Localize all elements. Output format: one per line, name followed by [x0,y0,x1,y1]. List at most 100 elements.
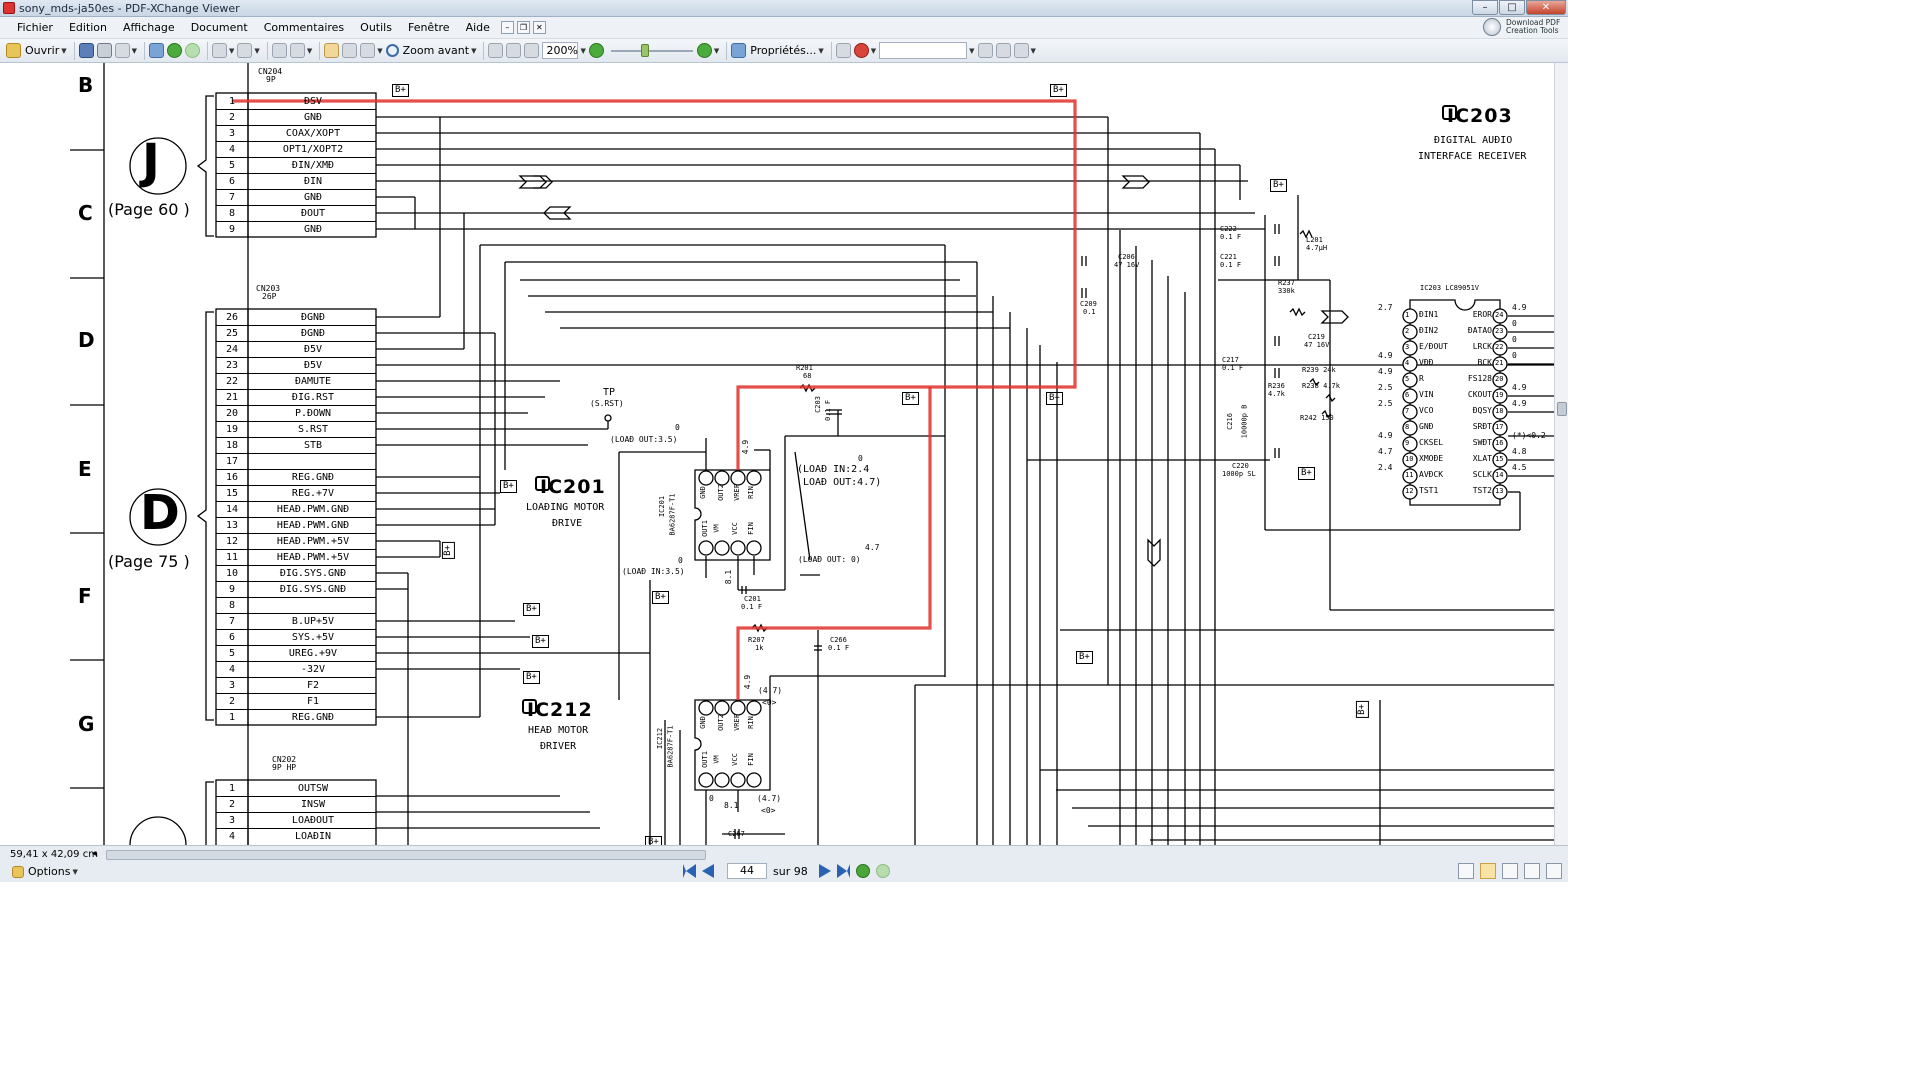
menu-edition[interactable]: Edition [68,20,108,34]
connector-pin-number: 4 [228,831,236,842]
rotate-right-button[interactable]: ▼ [289,42,312,60]
connector-pin-name: GNĐ [303,192,323,203]
maximize-button[interactable]: □ [1499,0,1525,15]
options-button[interactable]: Options ▼ [12,865,78,878]
next-page-icon[interactable] [818,864,831,878]
menu-outils[interactable]: Outils [360,20,392,34]
link-button[interactable] [835,42,851,60]
zoom-out-circle-button[interactable] [588,42,604,60]
find-next-button[interactable] [995,42,1011,60]
forward-button[interactable] [185,42,201,60]
connector-pin-name: ĐOUT [300,208,326,219]
menu-fenetre[interactable]: Fenêtre [407,20,450,34]
vertical-scrollbar[interactable] [1554,63,1568,845]
connector-pin-name: ĐAMUTE [294,376,332,387]
component-ref: C216 [1225,413,1234,430]
stamp-button[interactable]: ▼ [853,42,876,60]
table-row-divider [216,469,376,470]
menu-commentaires[interactable]: Commentaires [263,20,345,34]
print-icon [96,43,112,58]
component-ref: R239 24k [1302,366,1336,374]
print-button[interactable] [96,42,112,60]
connector-pin-name: GNĐ [303,224,323,235]
zoom-in-button[interactable]: Zoom avant ▼ [385,42,477,60]
toolbar-separator [73,41,75,60]
rotate-left-button[interactable] [271,42,287,60]
single-page-view-icon[interactable] [1458,863,1474,879]
undo-button[interactable]: ▼ [212,42,234,60]
zoom-in-circle-button[interactable]: ▼ [696,42,719,60]
menu-aide[interactable]: Aide [465,20,490,34]
ic203-pin-number: 20 [1495,375,1504,383]
menu-fichier[interactable]: Fichier [17,20,53,34]
back-button[interactable] [167,42,183,60]
close-window-button[interactable]: ✕ [1526,0,1566,15]
first-page-icon[interactable] [683,864,696,878]
next-view-icon[interactable] [875,864,890,878]
menu-affichage[interactable]: Affichage [123,20,175,34]
toolbar-separator [830,41,832,60]
select-tool-button[interactable]: ▼ [360,42,383,60]
search-input[interactable] [879,42,968,59]
download-tools-link[interactable]: Download PDF Creation Tools [1483,18,1564,36]
zoom-dropdown-icon[interactable]: ▼ [580,46,586,55]
minimize-button[interactable]: – [1472,0,1498,15]
document-view[interactable]: B C D E F G J (Page 60 ) D (Page 75 ) CN… [0,63,1554,845]
zoom-level-input[interactable]: 200% [542,42,579,59]
table-row-divider [216,405,376,406]
fit-page-button[interactable] [506,42,522,60]
fit-width-button[interactable] [524,42,540,60]
previous-page-icon[interactable] [702,864,714,878]
horizontal-scroll-thumb[interactable] [106,850,706,860]
bplus-label: B+ [523,603,540,616]
zoom-slider-knob[interactable] [640,43,649,57]
previous-view-icon[interactable] [855,864,870,878]
table-row-divider [216,693,376,694]
email-button[interactable] [149,42,165,60]
voltage-label: (4.7) [758,686,783,695]
ic203-pin-name: ĐIN2 [1419,326,1439,335]
connector-pin-name: ĐIG.SYS.GNĐ [279,568,347,579]
redo-button[interactable]: ▼ [237,42,260,60]
options-label: Options [28,865,71,878]
doc-restore-button[interactable]: ❐ [516,21,530,34]
last-page-icon[interactable] [836,864,850,878]
doc-close-button[interactable]: ✕ [532,21,546,34]
doc-minimize-button[interactable]: – [500,21,514,34]
ic203-pin [1402,436,1418,452]
chevron-down-icon[interactable]: ▼ [818,46,824,55]
scroll-left-icon[interactable]: ◂ [92,849,97,859]
page-number-input[interactable]: 44 [727,863,767,879]
properties-button[interactable]: Propriétés... ▼ [731,42,824,60]
connector-pin-number: 26 [225,312,239,323]
table-row-divider [216,501,376,502]
menu-bar: Fichier Edition Affichage Document Comme… [0,17,1568,39]
horizontal-scrollbar[interactable]: ◂ [92,849,706,861]
voltage-label: (LOAĐ OUT:3.5) [610,435,678,444]
component-ref: R201 [796,364,813,372]
actual-size-button[interactable] [488,42,504,60]
save-button[interactable] [78,42,94,60]
voltage-label: 4.7 [865,543,880,552]
continuous-facing-view-icon[interactable] [1524,863,1540,879]
chevron-down-icon[interactable]: ▼ [61,46,67,55]
split-view-icon[interactable] [1546,863,1562,879]
ic203-pin-name: EROR [1472,310,1492,319]
ic-pin-label: VREF [732,484,741,501]
facing-view-icon[interactable] [1502,863,1518,879]
ic203-pin [1492,324,1508,340]
menu-document[interactable]: Document [190,20,248,34]
hand-tool-button[interactable] [324,42,340,60]
zoom-slider[interactable] [610,43,693,57]
open-button[interactable]: Ouvrir ▼ [6,42,67,60]
find-button[interactable] [977,42,993,60]
ic203-pin-name: FS128 [1467,374,1492,383]
chevron-down-icon[interactable]: ▼ [471,46,477,55]
snapshot-button[interactable] [342,42,358,60]
tools-button[interactable]: ▼ [1013,42,1036,60]
actual-size-icon [488,43,504,58]
scan-button[interactable]: ▼ [114,42,137,60]
connector-pin-number: 23 [225,360,239,371]
continuous-view-icon[interactable] [1480,863,1496,879]
vertical-scroll-thumb[interactable] [1557,402,1567,416]
